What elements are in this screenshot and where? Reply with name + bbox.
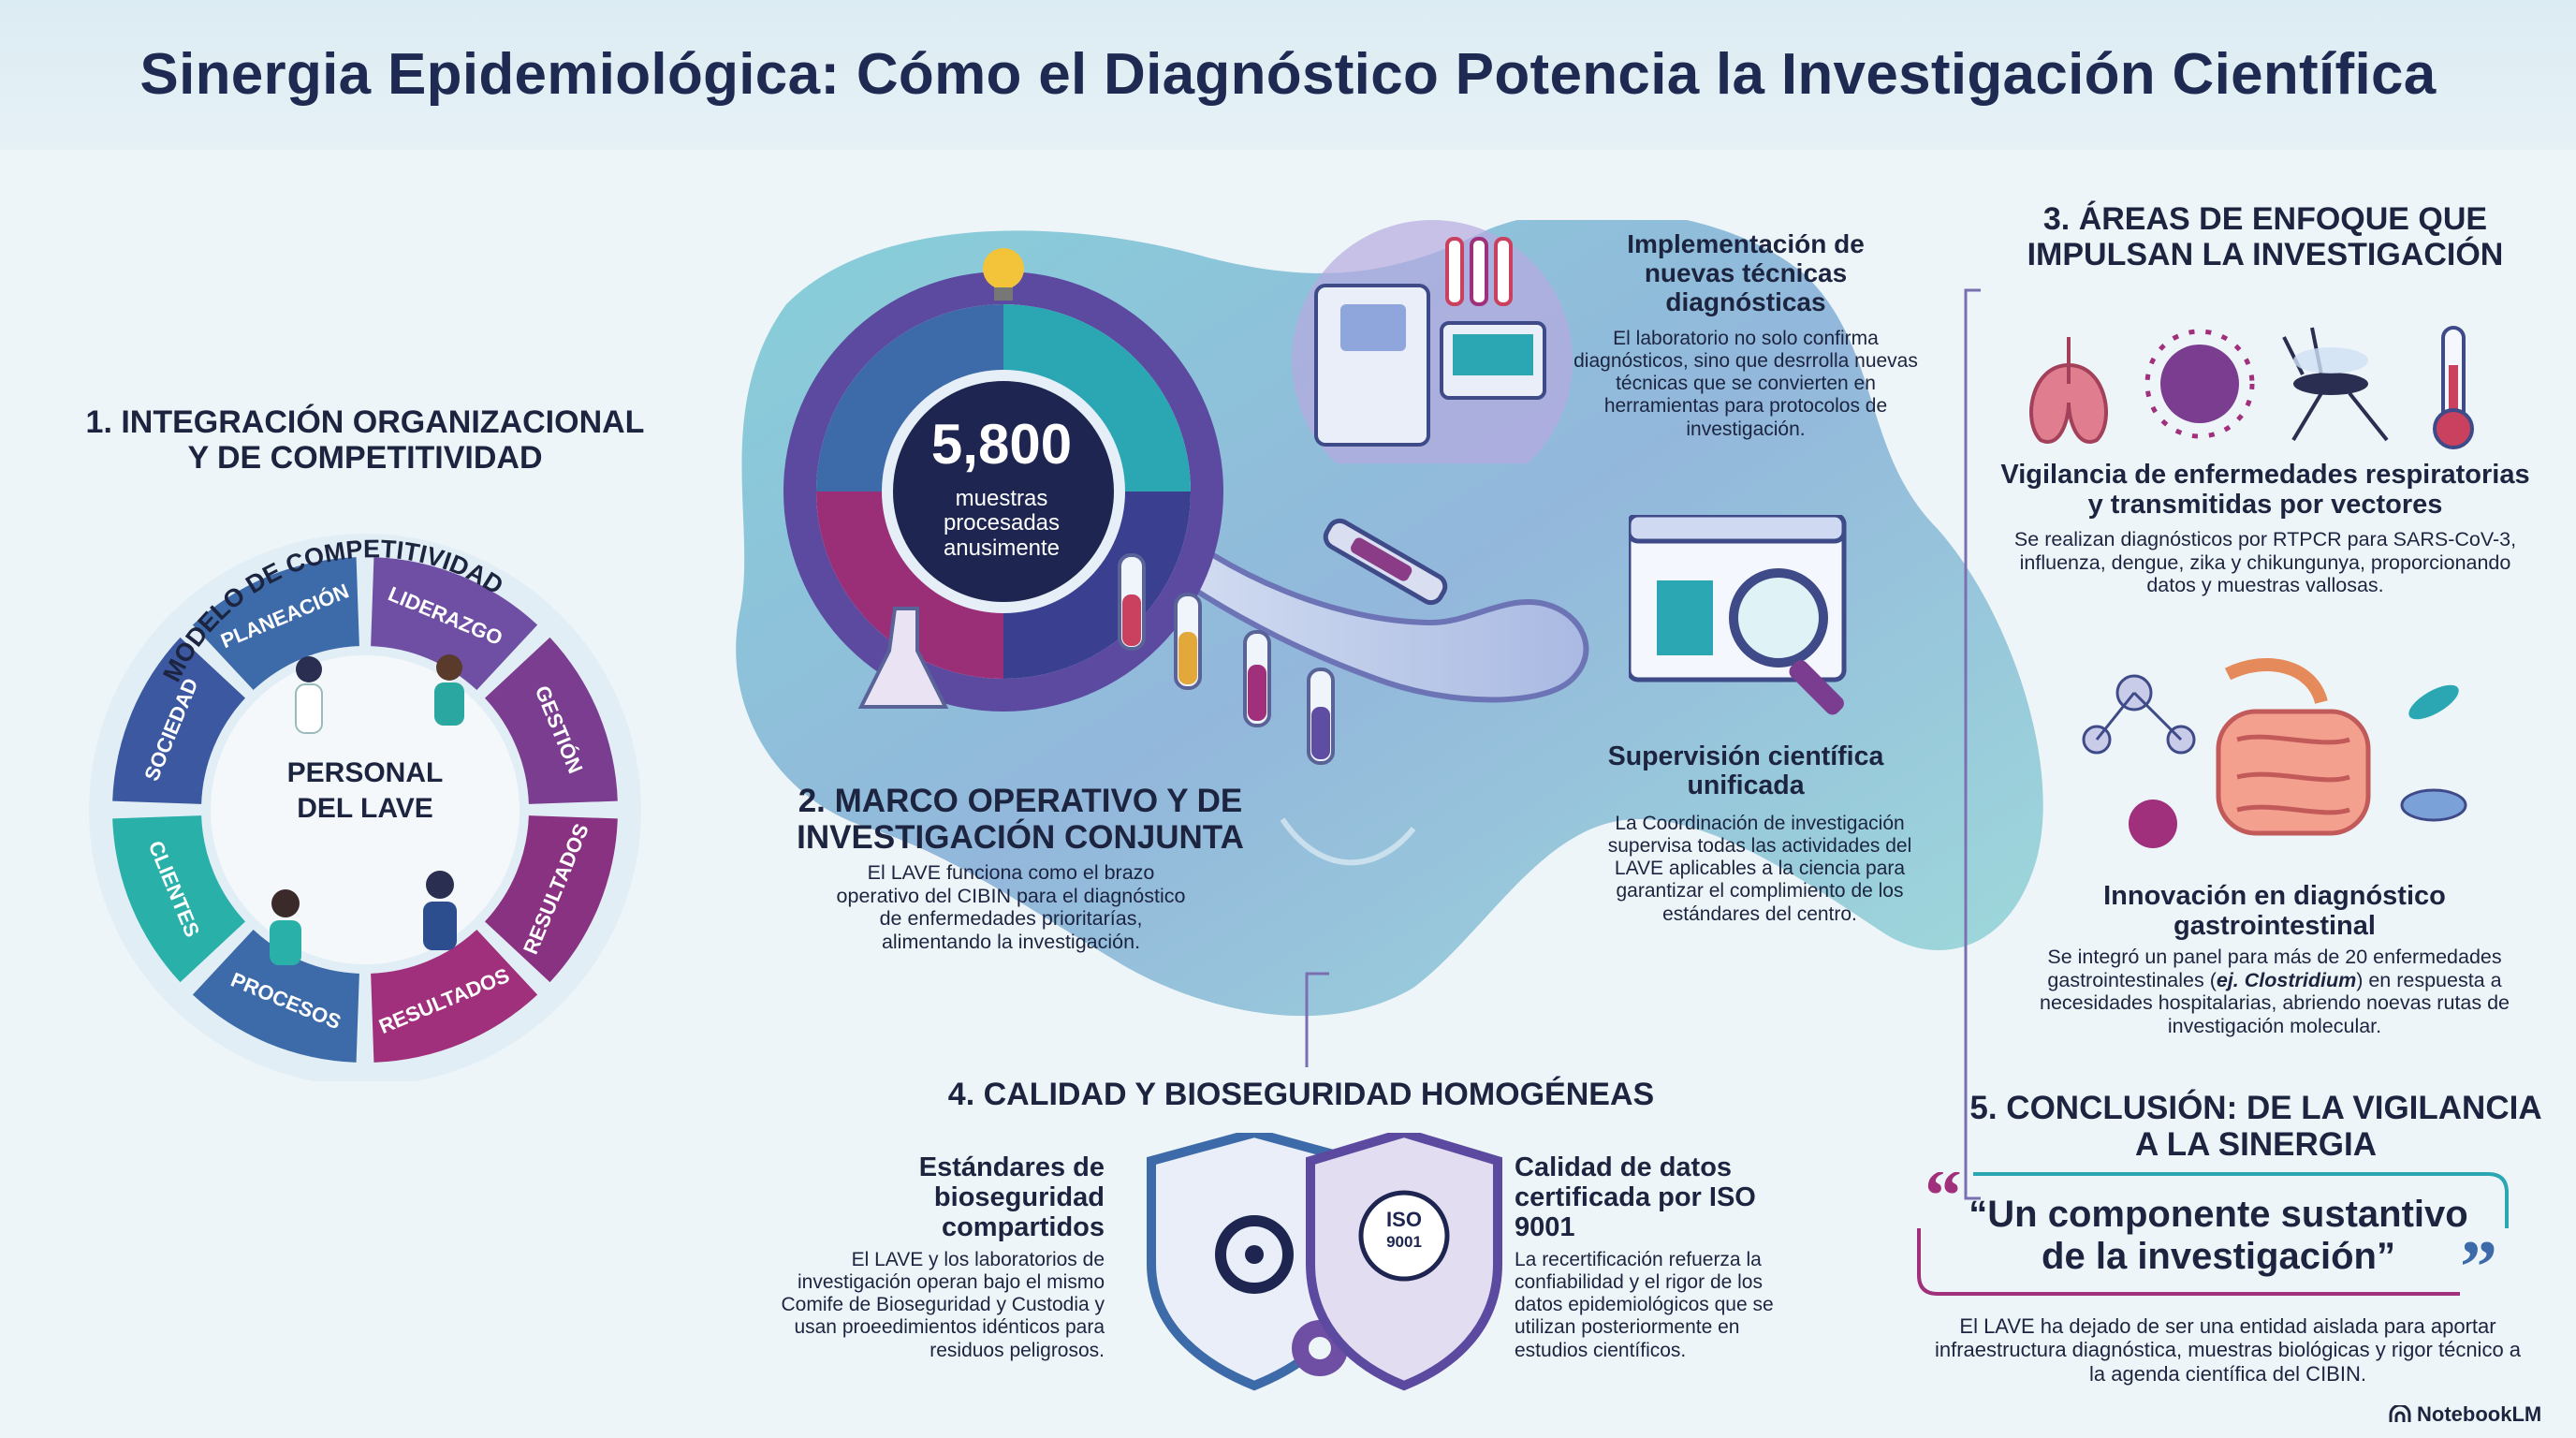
supervision-body: La Coordinación de investigación supervi… xyxy=(1607,813,1912,925)
monitor-magnifier-icon xyxy=(1629,515,1847,715)
section4-connector-line xyxy=(1305,972,1329,1067)
lightbulb-icon xyxy=(983,248,1024,289)
conclusion-quote: “Un componente sustantivo de la investig… xyxy=(1969,1194,2468,1277)
germ-icon xyxy=(2129,800,2177,848)
section2-heading: 2. MARCO OPERATIVO Y DE INVESTIGACIÓN CO… xyxy=(797,783,1244,857)
cycle-segment xyxy=(484,637,618,804)
iso-shield-icon xyxy=(1306,1133,1502,1391)
section5-heading: 5. CONCLUSIÓN: DE LA VIGILANCIA A LA SIN… xyxy=(1969,1090,2542,1164)
cycle-segment xyxy=(484,815,618,983)
lungs-icon xyxy=(2029,337,2108,444)
iso-heading: Calidad de datos certificada por ISO 900… xyxy=(1515,1152,1756,1242)
cycle-segment xyxy=(192,557,359,691)
brand-name: NotebookLM xyxy=(2417,1402,2542,1426)
cycle-segment xyxy=(192,929,359,1063)
lab-illustration xyxy=(783,248,1589,765)
respiratory-heading: Vigilancia de enfermedades respiratorias… xyxy=(2000,460,2530,520)
respiratory-vector-icons xyxy=(2029,326,2474,449)
bacteria-icon xyxy=(2400,684,2467,822)
gastro-body: Se integró un panel para más de 20 enfer… xyxy=(2040,946,2510,1038)
notebooklm-logo-icon xyxy=(2389,1405,2411,1422)
biosafety-heading: Estándares de bioseguridad compartidos xyxy=(918,1152,1105,1242)
virus-icon xyxy=(2144,329,2255,439)
brand-footer: NotebookLM xyxy=(2389,1402,2576,1427)
section2-body: El LAVE funciona como el brazo operativo… xyxy=(836,861,1186,954)
syringe-icon xyxy=(1323,518,1448,606)
cycle-segment xyxy=(112,815,246,983)
iso-body: La recertificación refuerza la confiabil… xyxy=(1515,1249,1774,1361)
quality-shields-illustration xyxy=(1147,1133,1502,1391)
stat-core xyxy=(893,381,1114,602)
quote-frame: “ ” xyxy=(1917,1172,2509,1296)
implementation-heading: Implementación de nuevas técnicas diagnó… xyxy=(1627,229,1865,316)
cycle-segment xyxy=(371,557,538,691)
mosquito-icon xyxy=(2282,327,2389,442)
section3-heading: 3. ÁREAS DE ENFOQUE QUE IMPULSAN LA INVE… xyxy=(2027,201,2504,273)
cycle-center-label-line1: PERSONAL xyxy=(287,757,444,788)
cycle-center-label-line2: DEL LAVE xyxy=(297,793,433,824)
intestines-icon xyxy=(2216,658,2371,836)
implementation-body: El laboratorio no solo confirma diagnóst… xyxy=(1573,328,1918,440)
stat-label: muestras procesadas anusimente xyxy=(943,486,1061,561)
iso-badge-bottom: 9001 xyxy=(1386,1233,1422,1251)
test-tubes-illustration xyxy=(1118,553,1335,765)
flask-icon xyxy=(857,607,949,709)
iso-badge-top: ISO xyxy=(1386,1208,1422,1231)
gastro-heading: Innovación en diagnóstico gastrointestin… xyxy=(2103,881,2446,941)
page-title: Sinergia Epidemiológica: Cómo el Diagnós… xyxy=(139,42,2437,107)
thermometer-icon xyxy=(2433,326,2474,449)
molecule-icon xyxy=(2082,674,2196,755)
section1-heading: 1. INTEGRACIÓN ORGANIZACIONAL Y DE COMPE… xyxy=(85,404,645,477)
conclusion-body: El LAVE ha dejado de ser una entidad ais… xyxy=(1934,1314,2522,1386)
respiratory-body: Se realizan diagnósticos por RTPCR para … xyxy=(2013,528,2517,597)
section4-heading: 4. CALIDAD Y BIOSEGURIDAD HOMOGÉNEAS xyxy=(947,1077,1655,1112)
gastrointestinal-icons xyxy=(2082,658,2467,848)
header-band xyxy=(0,0,2576,150)
open-quote-icon: “ xyxy=(1925,1172,1962,1238)
cycle-segment xyxy=(112,637,246,804)
staff-illustration xyxy=(270,654,464,965)
section3-connector-line xyxy=(1964,288,1981,1200)
supervision-heading: Supervisión científica unificada xyxy=(1607,741,1884,801)
lab-equipment-illustration xyxy=(1292,220,1573,463)
stat-number: 5,800 xyxy=(930,413,1073,476)
close-quote-icon: ” xyxy=(2460,1226,2497,1296)
biosafety-body: El LAVE y los laboratorios de investigac… xyxy=(781,1249,1105,1361)
cycle-segment xyxy=(371,929,538,1063)
